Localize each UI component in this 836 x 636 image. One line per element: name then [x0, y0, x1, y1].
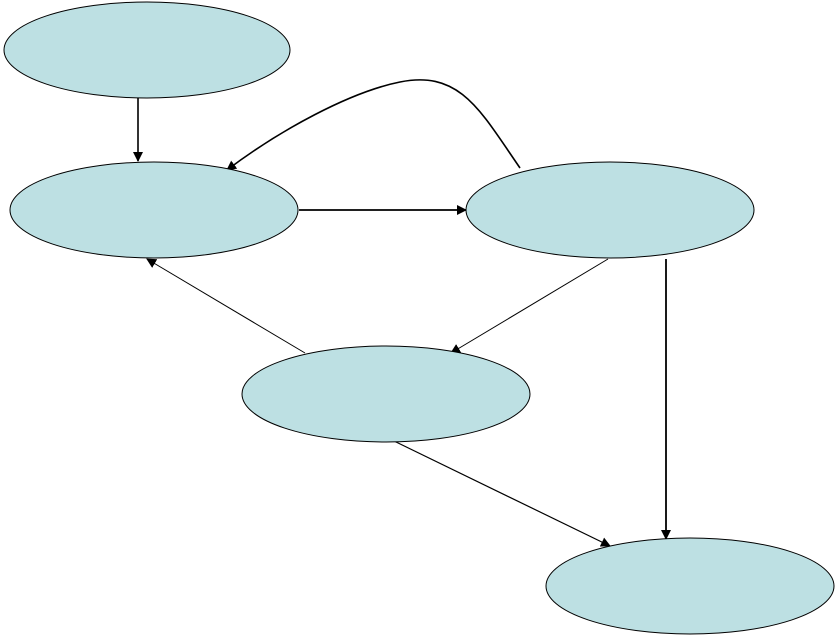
- node-4[interactable]: [241, 345, 531, 443]
- node-1-ellipse: [3, 1, 291, 99]
- edge-node-3-to-node-4: [450, 258, 609, 354]
- nodes: [3, 1, 835, 635]
- edge-node-3-to-node-2-curved: [226, 79, 521, 171]
- edge-node-4-to-node-2: [146, 258, 306, 354]
- node-5-ellipse: [545, 537, 835, 635]
- node-2[interactable]: [9, 161, 299, 259]
- node-5[interactable]: [545, 537, 835, 635]
- edge-node-4-to-node-5: [393, 440, 611, 547]
- node-4-ellipse: [241, 345, 531, 443]
- node-3-ellipse: [465, 161, 755, 259]
- node-2-ellipse: [9, 161, 299, 259]
- node-3[interactable]: [465, 161, 755, 259]
- edges: [133, 79, 671, 547]
- node-1[interactable]: [3, 1, 291, 99]
